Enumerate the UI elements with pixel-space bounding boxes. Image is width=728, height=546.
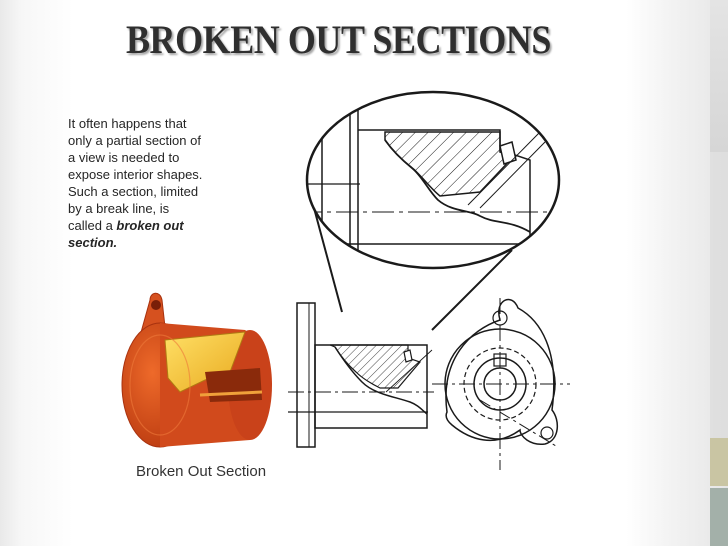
broken-out-section-view [288, 302, 434, 448]
body-line: Such a section, limited [68, 184, 199, 199]
orange-part-3d-view [121, 292, 272, 448]
body-text: It often happens that only a partial sec… [68, 115, 258, 251]
accent-strip-sage [710, 488, 728, 546]
body-line-lead: called a [68, 218, 117, 233]
circular-end-view [432, 298, 570, 470]
body-line: expose interior shapes. [68, 167, 203, 182]
body-line: a view is needed to [68, 150, 180, 165]
body-line: only a partial section of [68, 133, 201, 148]
emphasis-term: broken out [116, 218, 184, 233]
accent-strip-tan [710, 438, 728, 486]
body-line: It often happens that [68, 116, 187, 131]
slide-title: BROKEN OUT SECTIONS [126, 17, 551, 62]
emphasis-term-end: section. [68, 235, 118, 250]
accent-strip-mid [710, 152, 728, 438]
body-line: by a break line, is [68, 201, 170, 216]
accent-strip-top [710, 0, 728, 152]
figure-caption: Broken Out Section [136, 463, 267, 480]
body-line: called a broken out [68, 217, 258, 234]
magnified-detail [305, 90, 561, 331]
